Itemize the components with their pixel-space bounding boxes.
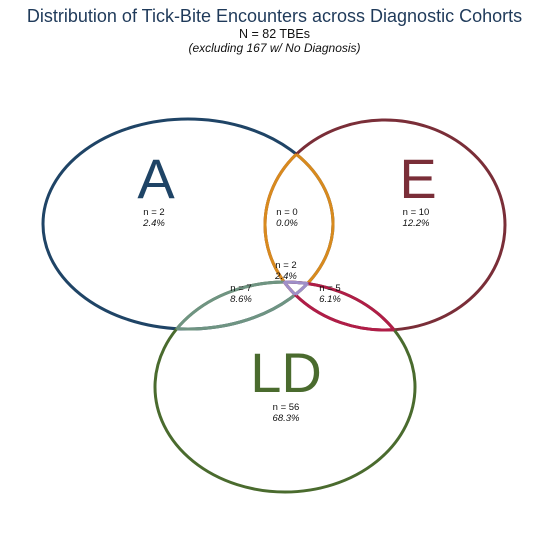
total-count-subtitle: N = 82 TBEs [239,27,310,41]
e-ld-boundary-in-ld [263,282,415,332]
e-only-count: n = 10 [403,207,430,218]
a-only-pct: 2.4% [142,218,165,229]
set-a-label: A [137,147,175,210]
a-e-ld-pct: 2.4% [274,271,297,282]
a-e-count: n = 0 [276,207,297,218]
chart-title: Distribution of Tick-Bite Encounters acr… [26,6,523,26]
e-ld-pct: 6.1% [319,294,341,305]
a-e-pct: 0.0% [276,218,298,229]
ld-only-count: n = 56 [273,402,300,413]
triple-boundary-ld [265,280,333,329]
a-only-count: n = 2 [143,207,164,218]
a-e-ld-count: n = 2 [275,260,296,271]
e-ld-count: n = 5 [319,283,340,294]
exclusion-note: (excluding 167 w/ No Diagnosis) [188,41,361,55]
set-ld-label: LD [250,341,322,404]
a-e-boundary-in-e [265,120,335,330]
a-ld-pct: 8.6% [230,294,252,305]
a-ld-count: n = 7 [230,283,251,294]
a-ld-boundary-in-ld [155,282,335,331]
ld-only-pct: 68.3% [273,413,300,424]
set-e-label: E [399,147,436,210]
e-only-pct: 12.2% [403,218,430,229]
a-e-boundary-in-a [263,119,333,329]
